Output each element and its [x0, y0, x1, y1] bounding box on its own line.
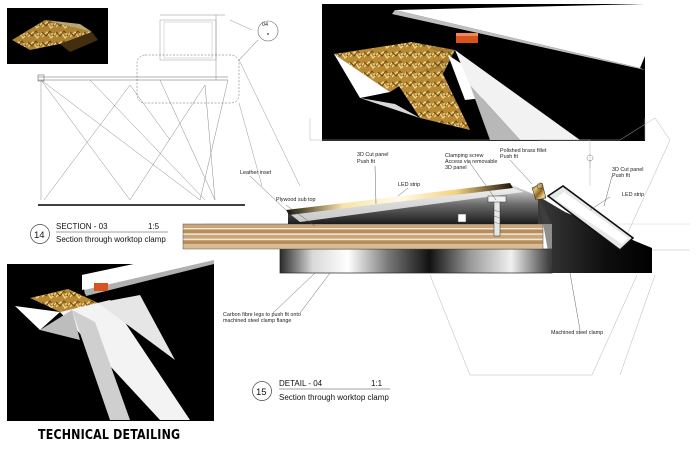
render-bottom-left: [7, 248, 214, 421]
render-thumbnail-top-left: [7, 8, 108, 64]
section-03-elevation: [37, 14, 301, 206]
label-clamping-screw: Clamping screw: [445, 153, 483, 159]
label-carbon-fibre-legs-flange: machined steel clamp flange: [223, 318, 291, 324]
label-clamping-screw-panel: 3D panel: [445, 165, 467, 171]
label-leather-inset: Leather inset: [240, 170, 272, 176]
callout-tag-04: 04: [257, 20, 279, 42]
label-3d-cut-panel-right: 3D Cut panel: [612, 167, 643, 173]
label-carbon-fibre-legs: Carbon fibre legs to push fit onto: [223, 312, 301, 318]
section-scale: 1:5: [148, 222, 160, 231]
label-polished-brass-fillet-push-fit: Push fit: [500, 154, 518, 160]
detail-scale: 1:1: [371, 379, 383, 388]
label-machined-steel-clamp: Machined steel clamp: [551, 330, 603, 336]
render-large-top-right: [322, 4, 645, 141]
callout-tag-label: 04: [262, 22, 268, 28]
section-title: SECTION - 03: [56, 222, 108, 231]
detail-title: DETAIL - 04: [279, 379, 323, 388]
label-plywood-sub-top: Plywood sub top: [276, 197, 316, 203]
section-03-title-block: 14 SECTION - 03 1:5 Section through work…: [30, 222, 168, 244]
label-3d-cut-panel-left-push-fit: Push fit: [357, 159, 375, 165]
sheet-title: TECHNICAL DETAILING: [38, 427, 181, 443]
label-3d-cut-panel-left: 3D Cut panel: [357, 152, 388, 158]
label-polished-brass-fillet: Polished brass fillet: [500, 148, 547, 154]
label-clamping-screw-access: Access via removable: [445, 159, 497, 165]
label-3d-cut-panel-right-push-fit: Push fit: [612, 173, 630, 179]
detail-number: 15: [256, 387, 267, 398]
detail-04-title-block: 15 DETAIL - 04 1:1 Section through workt…: [252, 379, 390, 402]
annotation-leaders: [249, 159, 613, 331]
section-caption: Section through worktop clamp: [56, 235, 166, 244]
annotations: Leather inset Plywood sub top 3D Cut pan…: [223, 148, 644, 336]
detail-caption: Section through worktop clamp: [279, 393, 389, 402]
label-led-strip-left: LED strip: [398, 182, 420, 188]
section-number: 14: [34, 230, 45, 241]
detail-04-section: [182, 154, 652, 274]
label-led-strip-right: LED strip: [622, 192, 644, 198]
